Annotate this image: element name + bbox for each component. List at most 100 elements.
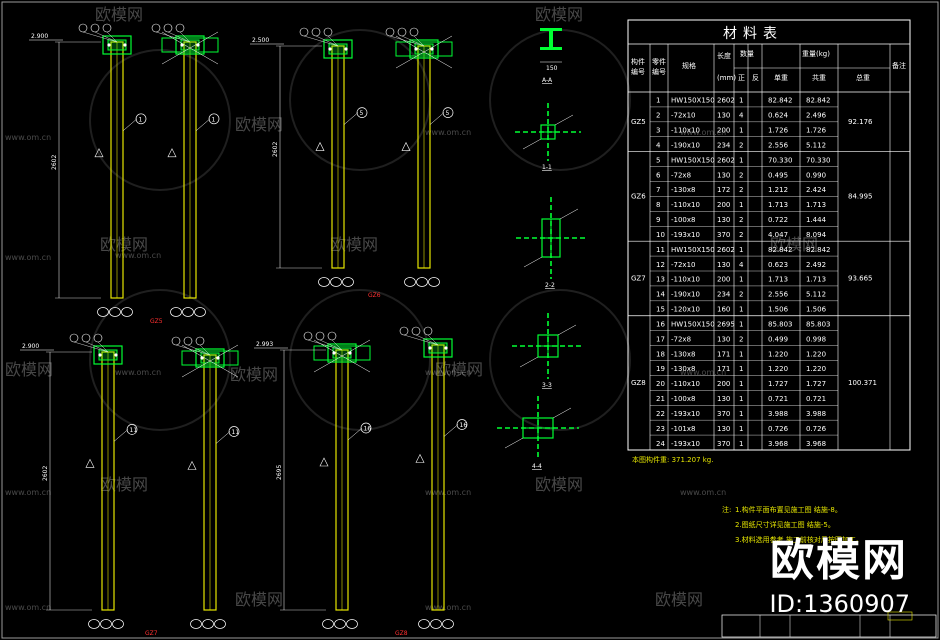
column-label: GZ5 [150, 318, 163, 325]
cell-group-total: 84.995 [848, 192, 873, 200]
base-bubble [322, 619, 334, 629]
beam-seat [395, 41, 453, 57]
column-GZ6b: 5 [385, 27, 454, 287]
cell-unit-wt: 70.330 [768, 156, 793, 164]
section-mark [187, 460, 197, 470]
section-mark [167, 148, 177, 158]
i-web [549, 31, 553, 47]
callout-bubble [163, 23, 173, 33]
bolt [123, 43, 127, 47]
bolt [180, 43, 184, 47]
watermark-logo: 欧模网 [100, 475, 148, 494]
cell-qty: 1 [739, 246, 743, 254]
cell-length: 130 [717, 112, 730, 120]
cell-part-no: 16 [656, 320, 665, 328]
base-bubble [346, 619, 358, 629]
leader-line [307, 339, 343, 351]
cell-part-no: 18 [656, 350, 665, 358]
leader-line [315, 35, 339, 47]
leader-line [415, 334, 439, 346]
cell-length: 2602 [717, 97, 735, 105]
cell-length: 171 [717, 365, 730, 373]
leader-line [199, 344, 211, 356]
table-header: (mm) [717, 74, 736, 82]
part-callout [360, 422, 372, 434]
callout-bubble [423, 326, 433, 336]
cell-length: 2695 [717, 320, 735, 328]
bolt [430, 47, 434, 51]
cell-length: 130 [717, 171, 730, 179]
cell-part-no: 14 [656, 291, 665, 299]
watermark-circle [89, 49, 231, 191]
callout-bubble [303, 331, 313, 341]
watermark-url: www.om.cn [115, 368, 161, 377]
cell-part-no: 22 [656, 410, 665, 418]
part-number: 16 [460, 422, 468, 429]
watermark-url: www.om.cn [5, 603, 51, 612]
cell-length: 370 [717, 440, 730, 448]
note-item: 2.图纸尺寸详见施工图 结施-5。 [735, 520, 835, 529]
cell-part-no: 5 [656, 156, 660, 164]
watermark-url: www.om.cn [425, 128, 471, 137]
level-mark: 2.500 [252, 37, 269, 44]
column-GZ8b: 16 [399, 326, 468, 629]
base-bubble [121, 307, 133, 317]
cell-unit-wt: 2.556 [768, 291, 789, 299]
callout-bubble [315, 331, 325, 341]
base-bubble [182, 307, 194, 317]
watermark-url: www.om.cn [5, 253, 51, 262]
title-block-frame [721, 614, 937, 638]
section-label: 2-2 [545, 282, 555, 289]
bolt [114, 353, 118, 357]
base-bubble [342, 277, 354, 287]
table-header: 单重 [774, 73, 788, 82]
notes-block: 注:1.构件平面布置见施工图 结施-8。2.图纸尺寸详见施工图 结施-5。3.材… [722, 505, 863, 544]
cell-unit-wt: 1.727 [768, 380, 788, 388]
cell-spec: -130x8 [671, 365, 695, 373]
cell-length: 160 [717, 306, 730, 314]
leader-line [94, 31, 118, 43]
callout-bubble [183, 336, 193, 346]
watermark-url: www.om.cn [425, 488, 471, 497]
i-flange-top [540, 28, 562, 31]
base-bubble [330, 277, 342, 287]
bolt [444, 346, 448, 350]
leader-line [389, 35, 425, 47]
cell-spec: -190x10 [671, 291, 700, 299]
leader-line [319, 339, 343, 351]
base-bubble [109, 307, 121, 317]
cell-part-no: 11 [656, 246, 665, 254]
watermark-logo: 欧模网 [100, 235, 148, 254]
leader-line [504, 437, 524, 449]
base-bubble [112, 619, 124, 629]
cell-part-no: 2 [656, 112, 660, 120]
cell-total-wt: 5.112 [806, 141, 826, 149]
base-bubble [97, 307, 109, 317]
leader-line [413, 35, 425, 47]
section-3-3: 3-3 [512, 313, 584, 389]
table-title: 材料表 [723, 26, 783, 42]
cell-length: 130 [717, 216, 730, 224]
callout-bubble [299, 27, 309, 37]
cap-stiffener [180, 39, 200, 51]
cell-total-wt: 5.112 [806, 291, 826, 299]
watermark-url: www.om.cn [5, 133, 51, 142]
cell-unit-wt: 1.506 [768, 306, 789, 314]
cell-part-no: 7 [656, 186, 660, 194]
height-dimension: 2602 [272, 142, 279, 157]
cell-unit-wt: 3.988 [768, 410, 788, 418]
cell-spec: -110x10 [671, 276, 700, 284]
watermark-circle [489, 29, 631, 171]
leader-line [429, 112, 445, 125]
table-header: 编号 [631, 67, 645, 76]
cap-stiffener [98, 349, 118, 361]
base-bubble [88, 619, 100, 629]
cell-qty: 2 [739, 335, 743, 343]
callout-bubble [151, 23, 161, 33]
cap-plate [423, 338, 453, 358]
section-mark [85, 458, 95, 468]
beam-seat [313, 345, 371, 361]
